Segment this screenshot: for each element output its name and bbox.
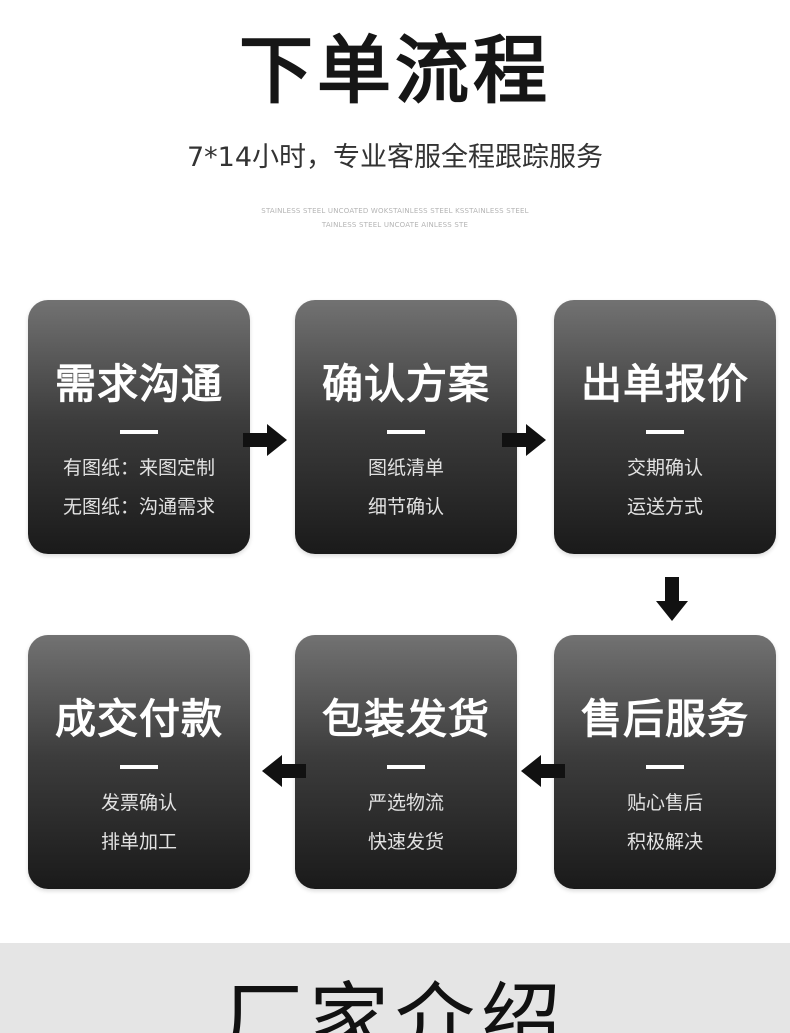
step-detail: 发票确认 [100,792,177,814]
step-detail: 积极解决 [626,831,703,853]
step-detail: 无图纸：沟通需求 [62,496,215,518]
step-detail: 交期确认 [626,457,703,479]
step-detail: 细节确认 [367,496,444,518]
step-card-quote: 出单报价 交期确认 运送方式 [554,300,776,554]
next-section-band: 厂家介绍 [0,943,790,1033]
step-divider [120,430,158,434]
arrow-left-icon [262,755,306,787]
step-detail: 图纸清单 [367,457,444,479]
step-card-after-sales: 售后服务 贴心售后 积极解决 [554,635,776,889]
step-title: 成交付款 [55,695,223,743]
page-title: 下单流程 [239,28,551,114]
decorative-caption-1: STAINLESS STEEL UNCOATED WOKSTAINLESS ST… [261,207,529,215]
step-detail: 贴心售后 [626,792,703,814]
step-card-demand: 需求沟通 有图纸：来图定制 无图纸：沟通需求 [28,300,250,554]
step-detail: 严选物流 [367,792,444,814]
step-title: 需求沟通 [55,360,223,408]
step-detail: 运送方式 [626,496,703,518]
step-divider [387,765,425,769]
step-divider [646,765,684,769]
step-card-ship: 包装发货 严选物流 快速发货 [295,635,517,889]
arrow-right-icon [243,424,287,456]
arrow-left-icon [521,755,565,787]
step-title: 售后服务 [581,695,749,743]
step-title: 确认方案 [322,360,490,408]
page-subtitle: 7*14小时，专业客服全程跟踪服务 [186,142,604,173]
step-detail: 有图纸：来图定制 [62,457,215,479]
next-section-title: 厂家介绍 [223,974,567,1033]
step-divider [387,430,425,434]
step-title: 出单报价 [581,360,749,408]
step-card-confirm-plan: 确认方案 图纸清单 细节确认 [295,300,517,554]
arrow-right-icon [502,424,546,456]
step-detail: 快速发货 [367,831,444,853]
step-divider [120,765,158,769]
step-title: 包装发货 [322,695,490,743]
step-detail: 排单加工 [100,831,177,853]
arrow-down-icon [656,577,688,621]
decorative-caption-2: TAINLESS STEEL UNCOATE AINLESS STE [321,221,469,229]
step-card-payment: 成交付款 发票确认 排单加工 [28,635,250,889]
step-divider [646,430,684,434]
